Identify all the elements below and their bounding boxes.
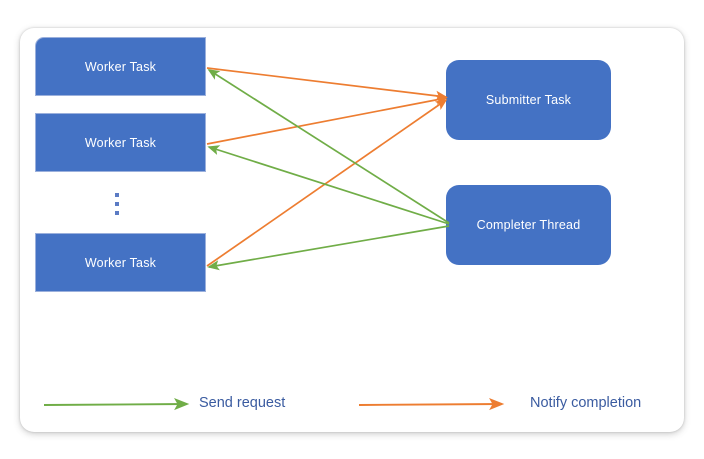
worker-task-label-3: Worker Task	[84, 255, 157, 270]
legend-send-request-label: Send request	[199, 395, 286, 411]
worker-task-box-3[interactable]: Worker Task	[35, 233, 206, 292]
submitter-task-label: Submitter Task	[485, 93, 572, 107]
worker-task-label-2: Worker Task	[84, 135, 157, 150]
ellipsis-dot	[115, 193, 119, 197]
completer-thread-label: Completer Thread	[476, 218, 581, 232]
submitter-task-box[interactable]: Submitter Task	[446, 60, 611, 140]
completer-thread-box[interactable]: Completer Thread	[446, 185, 611, 265]
worker-task-box-1[interactable]: Worker Task	[35, 37, 206, 96]
worker-task-box-2[interactable]: Worker Task	[35, 113, 206, 172]
legend-notify-completion-label: Notify completion	[530, 395, 642, 411]
vertical-ellipsis-icon	[113, 193, 121, 215]
ellipsis-dot	[115, 211, 119, 215]
ellipsis-dot	[115, 202, 119, 206]
worker-task-label-1: Worker Task	[84, 59, 157, 74]
